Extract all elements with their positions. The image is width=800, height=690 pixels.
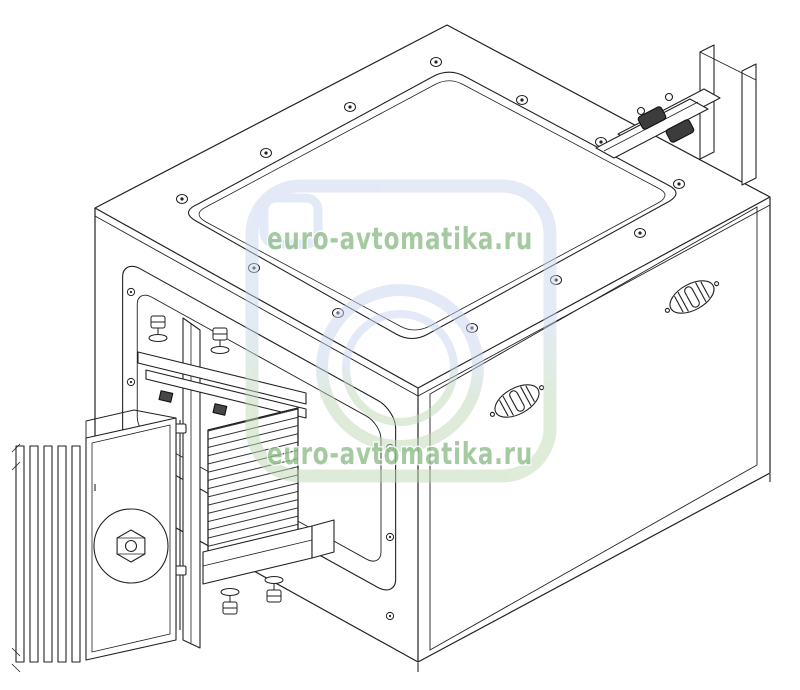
screw-head: [260, 148, 272, 158]
screw-head: [634, 228, 646, 238]
screw-head: [176, 194, 188, 204]
flange-front-plate: [85, 409, 177, 661]
hex-bolt: [116, 529, 146, 563]
contact-block: [637, 106, 667, 130]
insulator-block: [212, 403, 228, 416]
bolt-head: [636, 106, 646, 116]
camera-flash-icon: [259, 193, 323, 249]
watermark-text-lower: euro-avtomatika.ru: [267, 437, 533, 472]
screw-head: [516, 95, 528, 105]
rotary-latch-lower: [489, 384, 545, 418]
screw-head: [430, 57, 442, 67]
clamp-bolt: [220, 587, 240, 615]
top-cover-panel: [187, 71, 677, 340]
cover-lip: [94, 204, 771, 397]
base-feet: [94, 474, 771, 672]
camera-lens-inner-icon: [342, 310, 458, 426]
top-busbar-connector: [595, 44, 757, 186]
rotary-latch-upper: [664, 280, 720, 314]
screw-head: [344, 102, 356, 112]
bolt-head: [664, 92, 674, 102]
contact-block: [665, 119, 695, 143]
screw-head: [673, 179, 685, 189]
watermark-logo: [245, 179, 557, 483]
bellows-fin-stack: [11, 443, 81, 673]
extracted-assembly: [11, 315, 335, 673]
watermark-text-upper: euro-avtomatika.ru: [267, 222, 533, 257]
bottom-clamp-bracket: [202, 519, 335, 615]
insulator-block: [158, 390, 174, 403]
camera-lens-outer-icon: [316, 284, 484, 452]
screw-head: [385, 532, 395, 542]
right-side-panel: [429, 206, 758, 651]
screw-head: [385, 611, 395, 621]
screw-head: [126, 377, 136, 387]
watermark-labels: euro-avtomatika.ru euro-avtomatika.ru: [266, 221, 534, 474]
clamp-bolt: [264, 575, 284, 603]
camera-body-icon: [245, 179, 557, 483]
screw-head: [126, 287, 136, 297]
